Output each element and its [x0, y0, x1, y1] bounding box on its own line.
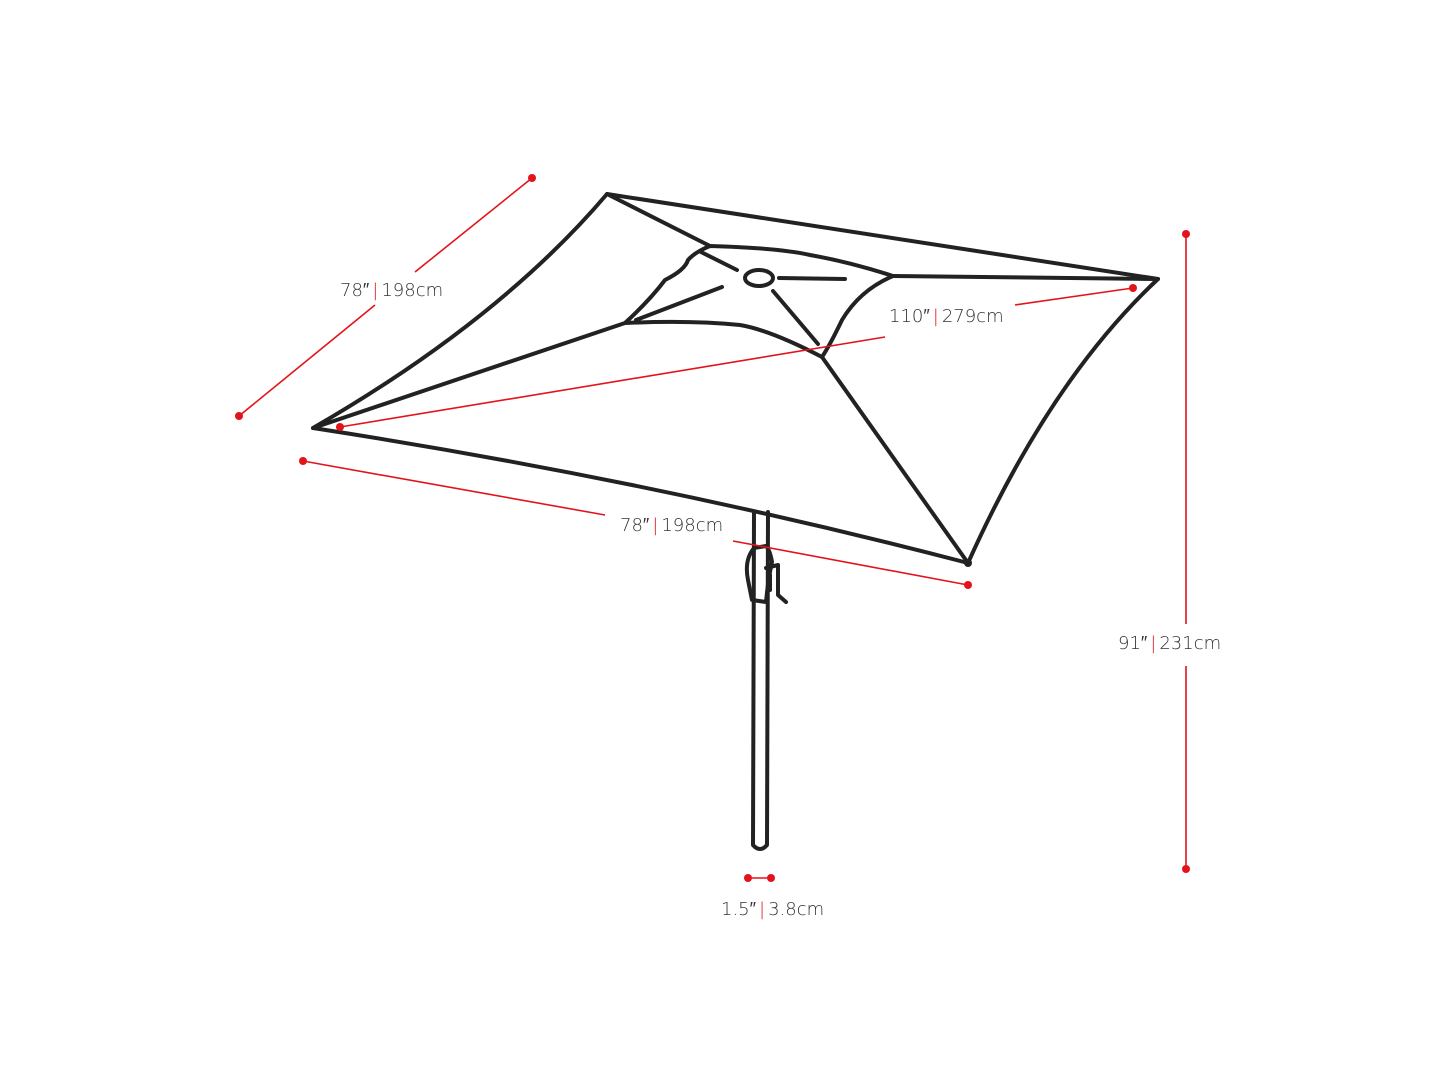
depth-label: 78″|198cm	[340, 280, 443, 301]
hub-spokes	[634, 250, 847, 346]
crank-handle	[764, 563, 788, 604]
height-cm: 231cm	[1159, 633, 1222, 654]
separator: |	[1150, 633, 1157, 654]
umbrella-drawing	[311, 192, 1160, 851]
depth-dimension-line	[238, 177, 533, 417]
canopy-top-panel	[623, 244, 895, 359]
height-inch: 91″	[1118, 633, 1148, 654]
depth-endpoint	[528, 174, 536, 182]
height-endpoint	[1182, 230, 1190, 238]
width-endpoint	[964, 581, 972, 589]
pole-label: 1.5″|3.8cm	[721, 899, 824, 920]
height-label: 91″|231cm	[1118, 633, 1221, 654]
canopy-hub	[743, 268, 775, 288]
diagonal-endpoint	[1129, 284, 1137, 292]
diagonal-dimension-line	[339, 287, 1134, 428]
pole-endpoint	[767, 874, 775, 882]
pole-cm: 3.8cm	[768, 899, 825, 920]
canopy-outline	[311, 192, 1160, 565]
diagonal-label: 110″|279cm	[889, 306, 1004, 327]
pole	[751, 510, 770, 851]
depth-inch: 78″	[340, 280, 370, 301]
separator: |	[372, 280, 379, 301]
depth-cm: 198cm	[381, 280, 444, 301]
dimension-lines	[235, 174, 1190, 882]
depth-endpoint	[235, 412, 243, 420]
canopy-tip	[964, 559, 972, 567]
diagonal-endpoint	[336, 423, 344, 431]
width-label: 78″|198cm	[620, 515, 723, 536]
separator: |	[652, 515, 659, 536]
pole-endpoint	[744, 874, 752, 882]
canopy-ribs	[311, 192, 1160, 565]
pole-inch: 1.5″	[721, 899, 756, 920]
width-cm: 198cm	[661, 515, 724, 536]
separator: |	[932, 306, 939, 327]
width-dimension-line	[302, 460, 969, 586]
width-inch: 78″	[620, 515, 650, 536]
crank-housing	[744, 544, 774, 604]
height-endpoint	[1182, 865, 1190, 873]
diagonal-cm: 279cm	[941, 306, 1004, 327]
width-endpoint	[299, 457, 307, 465]
separator: |	[759, 899, 766, 920]
diagonal-inch: 110″	[889, 306, 930, 327]
